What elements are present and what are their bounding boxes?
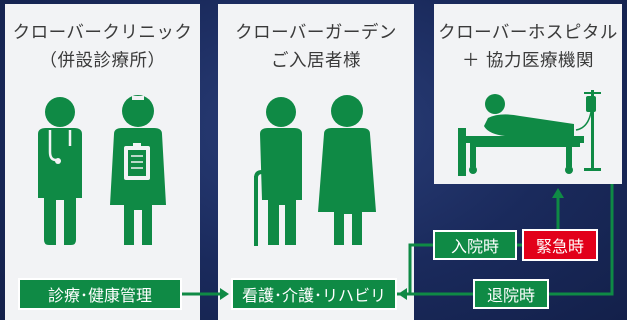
admission-label: 入院時	[433, 230, 517, 260]
garden-panel: クローバーガーデン ご入居者様	[218, 4, 414, 320]
hospital-bed-icon	[458, 90, 601, 176]
emergency-label: 緊急時	[522, 229, 598, 261]
discharge-label: 退院時	[473, 279, 549, 309]
hospital-title: クローバーホスピタル	[438, 23, 618, 43]
clinic-subtitle: （併設診療所）	[39, 51, 166, 71]
clinic-title: クローバークリニック	[12, 23, 193, 43]
nursing-care-label: 看護･介護･リハビリ	[231, 278, 397, 310]
garden-title: クローバーガーデン	[235, 23, 397, 43]
clinic-panel: クローバークリニック （併設診療所）	[5, 4, 200, 320]
doctor-icon	[38, 97, 82, 245]
arrow-hospital-to-garden	[398, 184, 614, 300]
hospital-subtitle: ＋ 協力医療機関	[461, 51, 595, 71]
medical-care-label: 診療･健康管理	[18, 278, 182, 310]
nurse-icon	[110, 95, 166, 245]
elderly-man-icon	[254, 97, 302, 246]
elderly-woman-icon	[318, 95, 376, 245]
arrow-clinic-to-garden	[182, 288, 229, 300]
garden-subtitle: ご入居者様	[271, 51, 361, 71]
